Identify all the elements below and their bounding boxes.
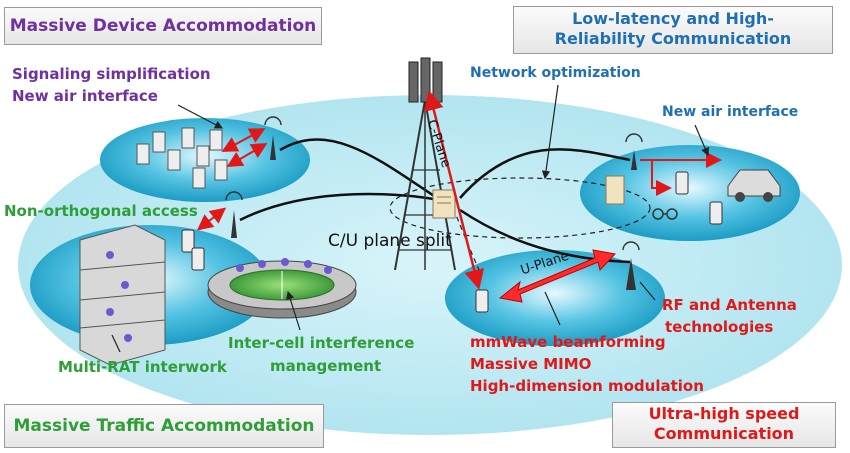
small-cell-right	[625, 133, 643, 170]
backhaul-top-left	[279, 138, 441, 202]
high-dimension-label: High-dimension modulation	[470, 377, 704, 395]
network-ring	[389, 177, 651, 239]
low-latency-title-line1: Low-latency and High-	[572, 9, 774, 28]
phone-icon-left	[181, 229, 205, 271]
building-icon	[79, 224, 166, 366]
massive-traffic-title: Massive Traffic Accommodation	[13, 416, 315, 436]
server-icon-right	[605, 175, 625, 205]
new-air-interface-left-label: New air interface	[12, 87, 158, 105]
ultra-high-title-line2: Communication	[653, 424, 795, 443]
massive-device-box: Massive Device Accommodation	[4, 7, 322, 45]
massive-traffic-box: Massive Traffic Accommodation	[4, 404, 324, 448]
ultra-high-box: Ultra-high speed Communication	[612, 402, 836, 448]
small-cell-bottom	[622, 241, 640, 290]
backhaul-left	[239, 192, 441, 222]
u-plane-arrow	[498, 249, 616, 303]
non-orthogonal-label: Non-orthogonal access	[4, 202, 198, 220]
phone-icon-right	[675, 171, 723, 225]
low-latency-box: Low-latency and High- Reliability Commun…	[513, 6, 833, 54]
rf-antenna-line2: technologies	[665, 318, 774, 336]
car-icon	[727, 169, 781, 202]
glasses-icon	[652, 208, 678, 220]
intercell-line2: management	[270, 357, 382, 375]
cell-bottom-right	[445, 250, 665, 346]
massive-mimo-label: Massive MIMO	[470, 355, 592, 373]
central-controller-icon	[432, 189, 456, 219]
network-optimization-label: Network optimization	[470, 65, 641, 81]
intercell-line1: Inter-cell interference	[228, 334, 415, 352]
signaling-label: Signaling simplification	[12, 65, 211, 83]
rf-antenna-line1: RF and Antenna	[662, 296, 797, 314]
c-plane-arrow	[423, 90, 485, 290]
small-cell-left	[225, 191, 243, 238]
stadium-icon	[207, 258, 357, 319]
low-latency-title-line2: Reliability Communication	[554, 29, 792, 48]
small-cell-top-left	[264, 116, 282, 160]
multi-rat-label: Multi-RAT interwork	[58, 358, 227, 376]
mmwave-label: mmWave beamforming	[470, 333, 666, 351]
ultra-high-title-line1: Ultra-high speed	[648, 404, 800, 423]
cu-split-label: C/U plane split	[328, 231, 452, 251]
massive-device-title: Massive Device Accommodation	[9, 16, 317, 36]
phone-icon-bottom	[475, 289, 489, 313]
iot-devices-icon	[136, 127, 228, 189]
new-air-interface-right-label: New air interface	[662, 104, 799, 120]
